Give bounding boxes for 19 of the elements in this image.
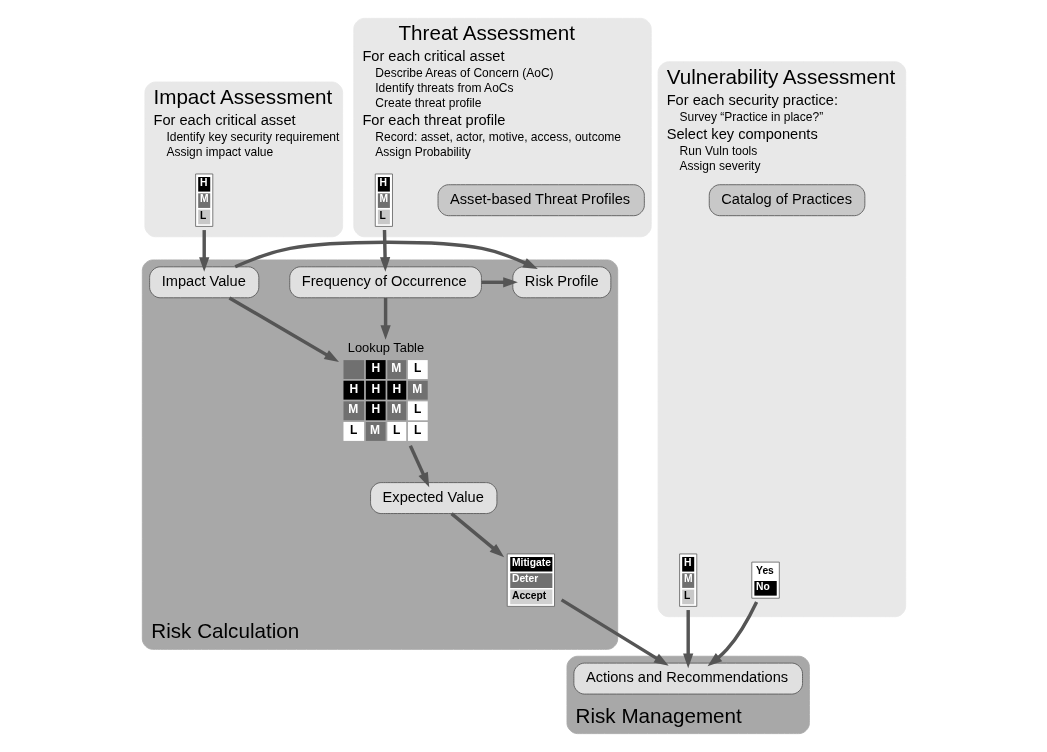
arrow: [449, 512, 504, 558]
arrow: [228, 296, 339, 363]
node-box: Expected Value: [369, 482, 497, 514]
node-box: Asset-based Threat Profiles: [437, 184, 645, 217]
arrow: [560, 598, 669, 666]
node-box: Impact Value: [148, 266, 259, 299]
arrow: [707, 601, 758, 667]
arrow: [234, 240, 538, 269]
arrow: [481, 277, 518, 288]
arrow: [682, 610, 693, 669]
node-label: Lookup Table: [347, 340, 424, 356]
node-box: Actions and Recommendations: [572, 662, 803, 695]
node-box: Risk Profile: [511, 266, 611, 299]
arrow: [379, 297, 391, 340]
arrow: [408, 444, 429, 488]
arrow: [379, 230, 390, 272]
node-box: Catalog of Practices: [708, 184, 865, 217]
arrow: [198, 230, 209, 272]
node-box: Frequency of Occurrence: [288, 266, 482, 299]
